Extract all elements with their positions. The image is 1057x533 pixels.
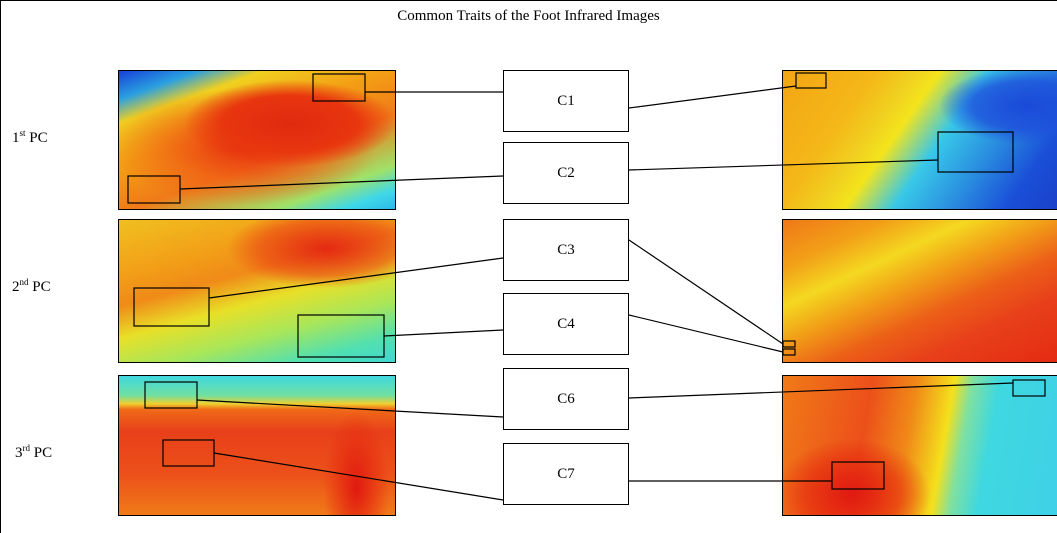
component-box-c3: C3: [503, 219, 629, 281]
figure-title: Common Traits of the Foot Infrared Image…: [397, 8, 660, 24]
component-box-c4: C4: [503, 293, 629, 355]
thermal-image-row3-left: [118, 375, 396, 516]
thermal-image-row3-right: [782, 375, 1057, 516]
thermal-image-row2-right: [782, 219, 1057, 363]
component-box-c1: C1: [503, 70, 629, 132]
row-label-3rd-pc: 3rd PC: [15, 443, 53, 461]
thermal-image-row1-left: [118, 70, 396, 210]
component-box-c6: C6: [503, 368, 629, 430]
row-label-2nd-pc: 2nd PC: [12, 277, 51, 295]
thermal-image-row2-left: [118, 219, 396, 363]
component-box-c2: C2: [503, 142, 629, 204]
thermal-image-row1-right: [782, 70, 1057, 210]
row-label-1st-pc: 1st PC: [12, 128, 48, 146]
component-box-c7: C7: [503, 443, 629, 505]
